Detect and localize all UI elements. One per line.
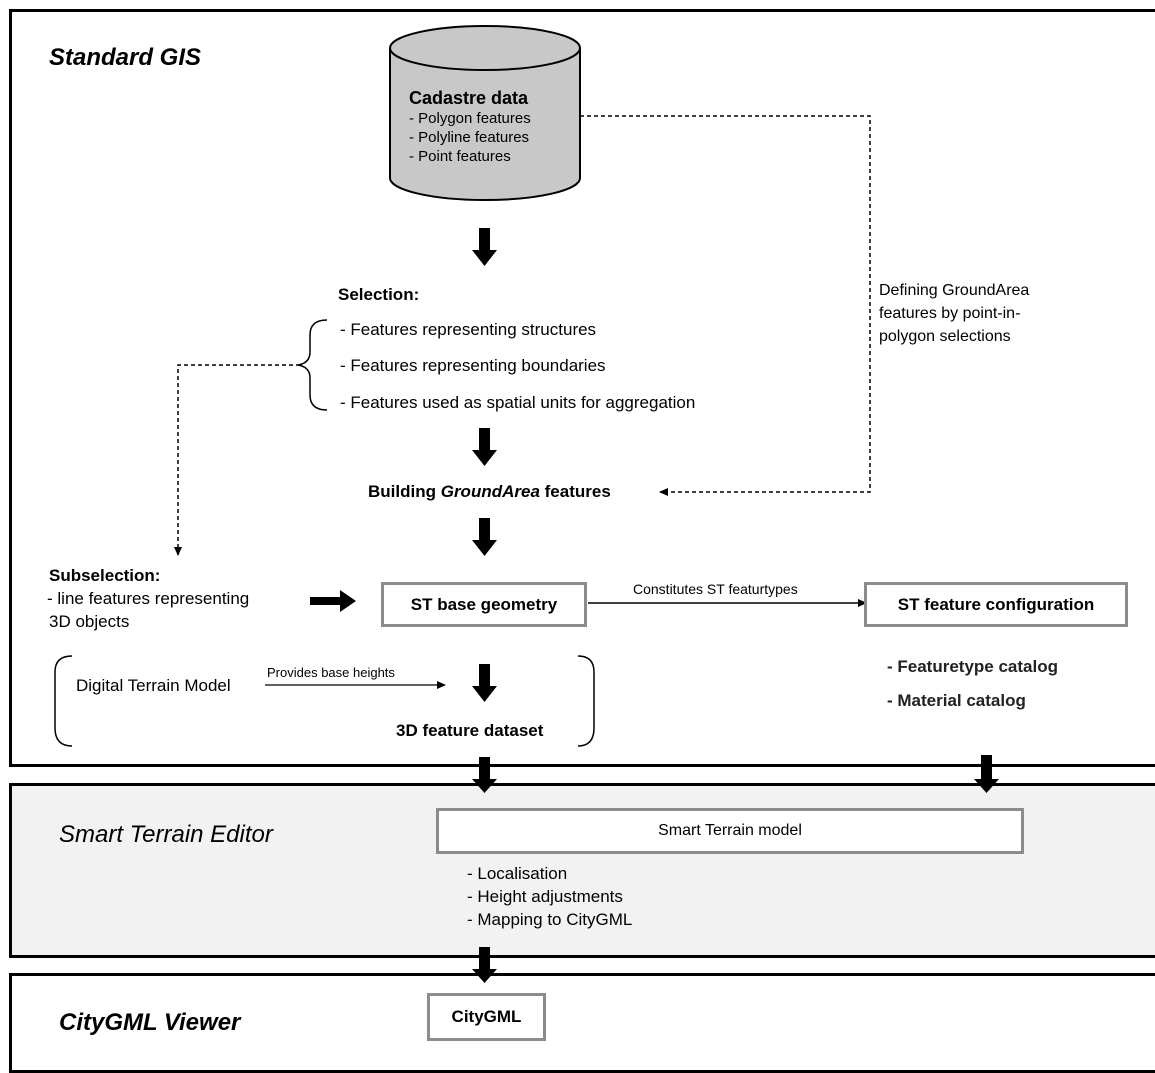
standard-gis-title: Standard GIS [49, 44, 202, 71]
editor-step: - Localisation [467, 864, 568, 883]
subselection-item: - line features representing [47, 589, 250, 608]
selection-brace [297, 319, 328, 411]
editor-step: - Height adjustments [467, 887, 623, 906]
constitutes-label: Constitutes ST featurtypes [633, 581, 798, 597]
building-suffix: features [539, 482, 611, 501]
cadastre-item: - Polygon features [409, 110, 531, 127]
building-groundarea-label: Building GroundArea features [368, 482, 611, 502]
cadastre-item: - Polyline features [409, 129, 530, 146]
defining-line: Defining GroundArea [879, 282, 1030, 299]
down-arrow-2 [472, 428, 497, 466]
catalog-item: - Material catalog [887, 691, 1026, 710]
smart-terrain-editor-title: Smart Terrain Editor [59, 821, 273, 848]
selection-item: - Features representing structures [340, 320, 597, 339]
dashed-connector-defining [580, 115, 871, 496]
dtm-left-bracket [54, 655, 73, 747]
building-groundarea-italic: GroundArea [440, 482, 540, 501]
cadastre-item: - Point features [409, 148, 511, 165]
defining-line: polygon selections [879, 328, 1011, 345]
down-arrow-1 [472, 228, 497, 266]
smart-terrain-model-box: Smart Terrain model [436, 808, 1024, 854]
flow-arrows [310, 228, 999, 983]
st-feature-configuration-box: ST feature configuration [864, 582, 1128, 627]
building-prefix: Building [368, 482, 441, 501]
cadastre-title: Cadastre data [409, 88, 529, 108]
dashed-connector-subselection [174, 364, 300, 556]
st-base-geometry-box: ST base geometry [381, 582, 587, 627]
defining-line: features by point-in- [879, 305, 1021, 322]
dtm-right-bracket [577, 655, 595, 747]
down-arrow-5 [472, 757, 497, 793]
selection-title: Selection: [338, 285, 420, 304]
dataset-3d-label: 3D feature dataset [396, 721, 544, 740]
citygml-box: CityGML [427, 993, 546, 1041]
selection-item: - Features used as spatial units for agg… [340, 393, 696, 412]
citygml-viewer-title: CityGML Viewer [59, 1009, 241, 1036]
right-arrow [310, 590, 356, 612]
selection-item: - Features representing boundaries [340, 356, 606, 375]
subselection-title: Subselection: [49, 566, 161, 585]
catalog-item: - Featuretype catalog [887, 657, 1058, 676]
dtm-label: Digital Terrain Model [76, 676, 231, 695]
down-arrow-4 [472, 664, 497, 702]
cadastre-database-icon [389, 25, 581, 201]
editor-step: - Mapping to CityGML [467, 910, 633, 929]
down-arrow-7 [472, 947, 497, 983]
down-arrow-3 [472, 518, 497, 556]
provides-label: Provides base heights [267, 665, 395, 680]
down-arrow-6 [974, 755, 999, 793]
standard-gis-panel [9, 9, 1155, 767]
subselection-item: 3D objects [49, 612, 130, 631]
